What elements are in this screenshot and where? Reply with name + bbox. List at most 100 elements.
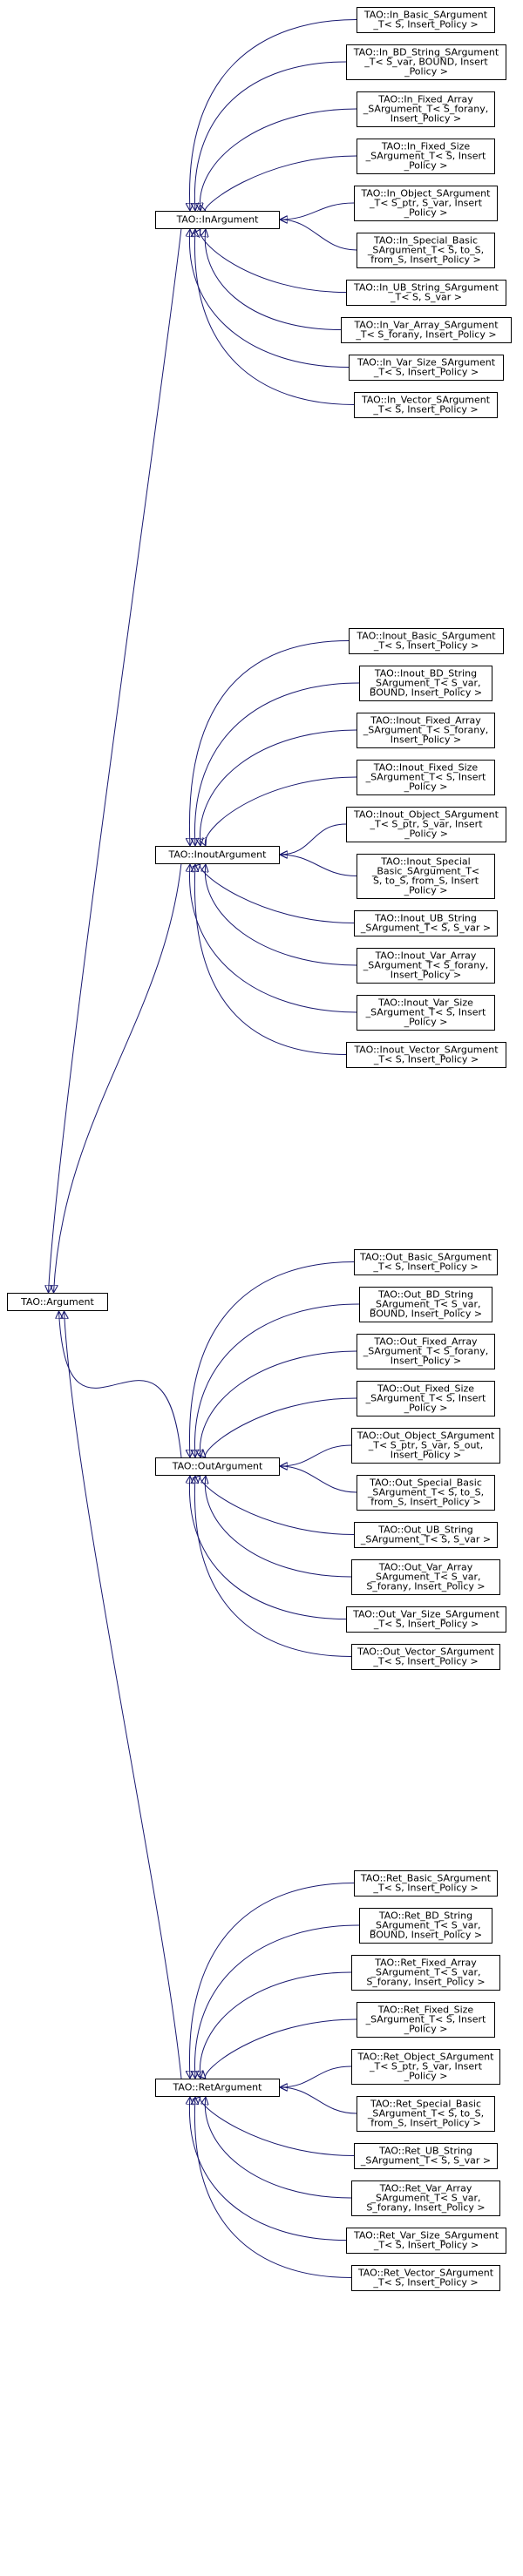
class-node-tao-retargument[interactable]: TAO::RetArgument	[155, 2079, 280, 2097]
class-node-tao-inoutargument[interactable]: TAO::InoutArgument	[155, 846, 280, 864]
node-label-line: TAO::Ret_Special_Basic	[370, 2099, 481, 2110]
class-node-inout-fixed-array[interactable]: TAO::Inout_Fixed_Array_SArgument_T< S_fo…	[357, 713, 495, 748]
class-node-inout-var-size[interactable]: TAO::Inout_Var_Size_SArgument_T< S, Inse…	[357, 995, 495, 1031]
node-label-line: _SArgument_T< S, to_S,	[367, 245, 484, 256]
node-label-line: _SArgument_T< S_forany,	[363, 104, 489, 115]
node-label-line: TAO::In_Object_SArgument	[361, 188, 492, 199]
class-node-out-vector-sargument[interactable]: TAO::Out_Vector_SArgument_T< S, Insert_P…	[351, 1644, 500, 1670]
node-label-line: TAO::Ret_Fixed_Array	[374, 1957, 477, 1969]
node-label-line: _SArgument_T< S, Insert	[365, 1007, 486, 1018]
inheritance-edge	[205, 2018, 357, 2079]
class-node-inout-vector-sargument[interactable]: TAO::Inout_Vector_SArgument_T< S, Insert…	[346, 1042, 506, 1068]
class-node-ret-ub-string[interactable]: TAO::Ret_UB_String_SArgument_T< S, S_var…	[354, 2143, 498, 2169]
node-label-line: _SArgument_T< S, S_var >	[360, 923, 491, 934]
node-box	[357, 1381, 495, 1416]
class-node-ret-special-basic[interactable]: TAO::Ret_Special_Basic_SArgument_T< S, t…	[357, 2096, 495, 2132]
class-node-out-special-basic[interactable]: TAO::Out_Special_Basic_SArgument_T< S, t…	[357, 1475, 495, 1511]
class-node-in-var-size-sargument[interactable]: TAO::In_Var_Size_SArgument_T< S, Insert_…	[349, 355, 504, 381]
class-node-ret-bd-string[interactable]: TAO::Ret_BD_String_SArgument_T< S_var,BO…	[359, 1908, 492, 1944]
node-label-line: S_forany, Insert_Policy >	[366, 1581, 485, 1592]
inheritance-edge	[280, 1466, 357, 1493]
inheritance-edge	[280, 2066, 352, 2087]
node-label-line: TAO::Inout_UB_String	[374, 913, 477, 924]
class-node-in-var-array-sargument[interactable]: TAO::In_Var_Array_SArgument_T< S_forany,…	[341, 317, 512, 343]
class-node-inout-fixed-size[interactable]: TAO::Inout_Fixed_Size_SArgument_T< S, In…	[357, 760, 495, 795]
class-node-out-fixed-array[interactable]: TAO::Out_Fixed_Array_SArgument_T< S_fora…	[357, 1334, 495, 1369]
class-node-inout-var-array[interactable]: TAO::Inout_Var_Array_SArgument_T< S_fora…	[357, 948, 495, 984]
class-node-in-special-basic[interactable]: TAO::In_Special_Basic_SArgument_T< S, to…	[357, 233, 495, 268]
class-node-inout-bd-string[interactable]: TAO::Inout_BD_String_SArgument_T< S_var,…	[359, 666, 492, 701]
class-node-inout-special[interactable]: TAO::Inout_Special_Basic_SArgument_T<S, …	[357, 854, 495, 899]
inheritance-edge	[205, 155, 357, 211]
class-node-ret-basic-sargument[interactable]: TAO::Ret_Basic_SArgument_T< S, Insert_Po…	[354, 1870, 498, 1897]
class-node-ret-var-size-sargument[interactable]: TAO::Ret_Var_Size_SArgument_T< S, Insert…	[346, 2228, 506, 2254]
node-box	[357, 1475, 495, 1511]
node-label-line: TAO::Inout_Special	[380, 856, 470, 868]
node-label-line: TAO::Inout_Object_SArgument	[353, 809, 499, 821]
node-label-line: TAO::Inout_BD_String	[374, 668, 477, 679]
node-box	[346, 44, 506, 80]
inheritance-edge	[194, 229, 355, 405]
node-label-line: TAO::In_Vector_SArgument	[361, 395, 491, 406]
class-node-tao-argument[interactable]: TAO::Argument	[7, 1293, 108, 1311]
node-box	[351, 1955, 500, 1991]
node-box	[155, 1457, 280, 1476]
class-node-tao-outargument[interactable]: TAO::OutArgument	[155, 1457, 280, 1476]
inheritance-edge	[280, 855, 357, 876]
class-node-ret-var-array[interactable]: TAO::Ret_Var_Array_SArgument_T< S_var,S_…	[351, 2180, 500, 2216]
inheritance-edge	[200, 1971, 352, 2079]
node-box	[346, 280, 506, 306]
node-label-line: _T< S, Insert_Policy >	[372, 404, 478, 416]
class-node-ret-fixed-size[interactable]: TAO::Ret_Fixed_Size_SArgument_T< S, Inse…	[357, 2002, 495, 2038]
node-box	[357, 2096, 495, 2132]
class-node-in-ub-string-sargument[interactable]: TAO::In_UB_String_SArgument_T< S, S_var …	[346, 280, 506, 306]
node-label-line: _Policy >	[404, 2071, 448, 2082]
inheritance-edge	[200, 864, 355, 923]
node-box	[357, 713, 495, 748]
inheritance-edge	[200, 1350, 357, 1457]
class-node-out-ub-string[interactable]: TAO::Out_UB_String_SArgument_T< S, S_var…	[354, 1522, 498, 1548]
class-node-in-basic-sargument[interactable]: TAO::In_Basic_SArgument_T< S, Insert_Pol…	[357, 7, 495, 33]
class-node-out-bd-string[interactable]: TAO::Out_BD_String_SArgument_T< S_var,BO…	[359, 1287, 492, 1322]
node-box	[357, 91, 495, 127]
inheritance-edge	[194, 61, 347, 211]
inheritance-edge	[205, 864, 357, 966]
class-node-ret-vector-sargument[interactable]: TAO::Ret_Vector_SArgument_T< S, Insert_P…	[351, 2265, 500, 2291]
class-node-ret-fixed-array[interactable]: TAO::Ret_Fixed_Array_SArgument_T< S_var,…	[351, 1955, 500, 1991]
class-node-inout-basic-sargument[interactable]: TAO::Inout_Basic_SArgument_T< S, Insert_…	[349, 628, 504, 654]
node-box	[354, 186, 498, 221]
node-label-line: _SArgument_T< S_forany,	[363, 1346, 489, 1357]
node-label-line: from_S, Insert_Policy >	[370, 1497, 480, 1508]
class-node-out-fixed-size[interactable]: TAO::Out_Fixed_Size_SArgument_T< S, Inse…	[357, 1381, 495, 1416]
class-node-in-fixed-size[interactable]: TAO::In_Fixed_Size_SArgument_T< S, Inser…	[357, 139, 495, 174]
class-node-inout-ub-string[interactable]: TAO::Inout_UB_String_SArgument_T< S, S_v…	[354, 910, 498, 936]
class-node-out-basic-sargument[interactable]: TAO::Out_Basic_SArgument_T< S, Insert_Po…	[354, 1249, 498, 1275]
class-node-in-object-sargument[interactable]: TAO::In_Object_SArgument_T< S_ptr, S_var…	[354, 186, 498, 221]
node-label-line: _T< S_forany, Insert_Policy >	[355, 329, 496, 341]
inheritance-edge	[194, 864, 347, 1055]
class-node-in-fixed-array[interactable]: TAO::In_Fixed_Array_SArgument_T< S_foran…	[357, 91, 495, 127]
node-label-line: TAO::Ret_Var_Array	[379, 2183, 472, 2194]
class-node-out-var-array[interactable]: TAO::Out_Var_Array_SArgument_T< S_var,S_…	[351, 1559, 500, 1595]
node-box	[346, 1042, 506, 1068]
node-label-line: TAO::RetArgument	[173, 2082, 263, 2093]
node-label-line: TAO::Ret_UB_String	[378, 2146, 472, 2157]
node-label-line: TAO::Out_Vector_SArgument	[357, 1646, 495, 1658]
class-node-out-object-sargument[interactable]: TAO::Out_Object_SArgument_T< S_ptr, S_va…	[351, 1428, 500, 1464]
node-label-line: TAO::In_Fixed_Array	[377, 94, 473, 105]
class-node-in-vector-sargument[interactable]: TAO::In_Vector_SArgument_T< S, Insert_Po…	[354, 392, 498, 418]
class-node-ret-object-sargument[interactable]: TAO::Ret_Object_SArgument_T< S_ptr, S_va…	[351, 2049, 500, 2085]
inheritance-edge	[189, 229, 350, 368]
node-label-line: _SArgument_T< S, to_S,	[367, 2108, 484, 2120]
node-box	[346, 1606, 506, 1633]
node-label-line: Insert_Policy >	[391, 734, 461, 746]
class-node-in-bd-string-sargument[interactable]: TAO::In_BD_String_SArgument_T< S_var, BO…	[346, 44, 506, 80]
node-label-line: _T< S, Insert_Policy >	[373, 1054, 479, 1065]
node-label-line: TAO::In_Var_Size_SArgument	[357, 357, 496, 368]
class-node-tao-inargument[interactable]: TAO::InArgument	[155, 211, 280, 229]
class-node-out-var-size-sargument[interactable]: TAO::Out_Var_Size_SArgument_T< S, Insert…	[346, 1606, 506, 1633]
class-node-inout-object-sargument[interactable]: TAO::Inout_Object_SArgument_T< S_ptr, S_…	[346, 807, 506, 842]
inheritance-edge	[65, 1311, 182, 2079]
inheritance-edge	[194, 1924, 360, 2079]
node-box	[357, 760, 495, 795]
